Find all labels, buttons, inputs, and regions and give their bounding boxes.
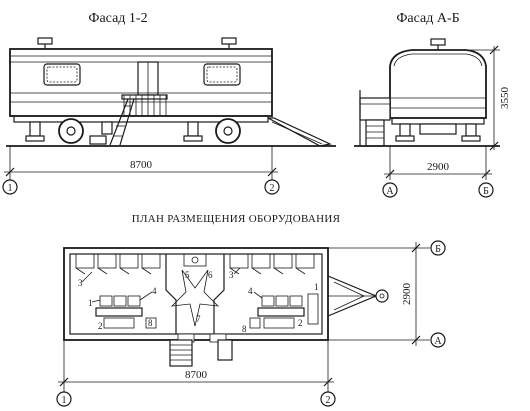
svg-text:8: 8 — [242, 324, 247, 334]
table-group-right — [249, 295, 305, 329]
svg-text:А: А — [386, 186, 394, 197]
svg-text:2: 2 — [298, 318, 303, 328]
cabinet-right — [307, 293, 319, 325]
roof-vent-right — [221, 37, 237, 45]
roof-vent — [430, 38, 446, 46]
plan-width-dim: 2900 — [401, 283, 413, 306]
svg-text:3: 3 — [78, 278, 83, 288]
facade-a-b-title: Фасад А-Б — [396, 11, 459, 26]
wheel-left — [58, 118, 84, 144]
facade-1-2-title: Фасад 1-2 — [88, 11, 147, 26]
chassis-beam — [13, 115, 269, 123]
axis-marker-1 — [2, 179, 18, 195]
svg-text:3: 3 — [229, 270, 234, 280]
equipment-labels: 3 1 4 2 8 5 6 7 3 4 8 2 1 — [78, 267, 319, 334]
facade-a-b: Фасад А-Б 3550 — [354, 11, 511, 198]
lockers-right — [229, 253, 315, 275]
plan-axis-marker-a — [430, 332, 446, 348]
svg-text:1: 1 — [88, 298, 93, 308]
support-leg — [101, 121, 113, 135]
svg-text:2: 2 — [270, 183, 275, 194]
partition-left — [165, 254, 177, 334]
svg-text:6: 6 — [208, 270, 213, 280]
window-left — [43, 63, 81, 86]
facade-a-b-width-dim: 2900 — [427, 161, 450, 173]
plan-length-dim: 8700 — [185, 369, 208, 381]
vestibule-outline — [170, 269, 220, 327]
svg-text:Б: Б — [435, 244, 441, 255]
support-leg — [187, 121, 199, 137]
plan-axis-marker-2 — [320, 391, 336, 407]
svg-text:8: 8 — [148, 318, 153, 328]
equipment-plan: ПЛАН РАЗМЕЩЕНИЯ ОБОРУДОВАНИЯ — [56, 213, 446, 407]
support-leg — [29, 121, 41, 137]
support-leg — [399, 123, 411, 137]
svg-text:Б: Б — [483, 186, 489, 197]
axis-marker-b — [478, 182, 494, 198]
trailer-body — [9, 48, 273, 117]
plan-stair — [169, 339, 233, 367]
svg-text:2: 2 — [98, 321, 103, 331]
svg-text:2: 2 — [326, 395, 331, 406]
plan-title: ПЛАН РАЗМЕЩЕНИЯ ОБОРУДОВАНИЯ — [132, 213, 341, 225]
svg-text:1: 1 — [62, 395, 67, 406]
plan-axis-marker-1 — [56, 391, 72, 407]
porch-steps — [89, 94, 168, 146]
plan-towbar — [327, 275, 389, 317]
svg-text:4: 4 — [248, 286, 253, 296]
axis-marker-2 — [264, 179, 280, 195]
plan-outer-wall — [63, 247, 329, 341]
plan-axis-marker-b — [430, 240, 446, 256]
roof-vent-left — [37, 37, 53, 45]
svg-text:5: 5 — [185, 270, 190, 280]
lockers-left — [75, 253, 161, 275]
facade-a-b-height-dim: 3550 — [499, 87, 511, 110]
axle — [419, 123, 457, 135]
tow-bar — [267, 117, 332, 147]
svg-text:А: А — [434, 336, 442, 347]
washbasin — [183, 253, 207, 267]
wheel-right — [215, 118, 241, 144]
facade-1-2-length-dim: 8700 — [130, 159, 153, 171]
facade-1-2: Фасад 1-2 — [2, 11, 336, 195]
svg-text:1: 1 — [8, 183, 13, 194]
svg-text:4: 4 — [152, 286, 157, 296]
svg-text:7: 7 — [196, 314, 201, 324]
partition-right — [213, 254, 225, 334]
side-platform — [359, 97, 391, 121]
svg-text:1: 1 — [314, 282, 319, 292]
support-leg — [465, 123, 477, 137]
axis-marker-a — [382, 182, 398, 198]
window-right — [203, 63, 241, 86]
table-group-left — [95, 295, 157, 329]
